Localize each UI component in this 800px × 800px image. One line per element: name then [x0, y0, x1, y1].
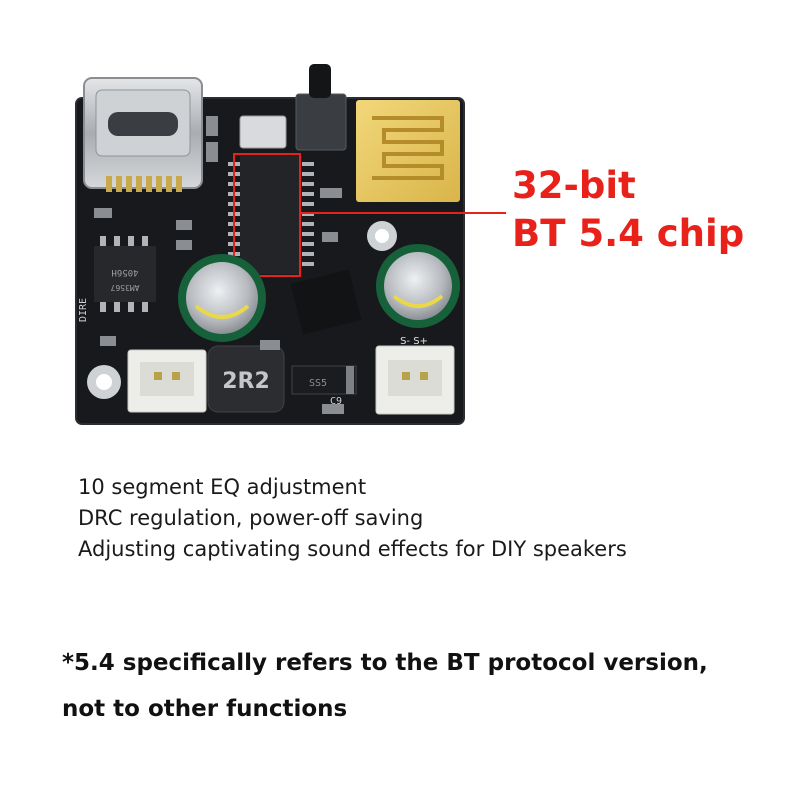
chip-callout: 32-bit BT 5.4 chip — [512, 162, 744, 258]
smd-components — [94, 116, 344, 414]
connector-right: S- S+ — [375, 336, 455, 415]
feature-item: Adjusting captivating sound effects for … — [78, 537, 627, 561]
footnote-line-2: not to other functions — [62, 696, 348, 722]
charger-chip: 4056H AM3567 — [94, 236, 156, 312]
amplifier-chip — [290, 269, 362, 335]
inductor-marking: 2R2 — [222, 369, 270, 394]
board-side-label: DIRE — [78, 298, 89, 322]
mounting-hole-right — [367, 221, 397, 251]
feature-list: 10 segment EQ adjustment DRC regulation,… — [78, 472, 627, 565]
connector-left — [127, 349, 207, 413]
usb-c-port — [83, 77, 203, 192]
bt-chip — [228, 156, 314, 274]
feature-item: 10 segment EQ adjustment — [78, 475, 367, 499]
charger-chip-marking: 4056H — [111, 267, 138, 277]
feature-item: DRC regulation, power-off saving — [78, 506, 424, 530]
inductor: 2R2 — [207, 345, 285, 413]
crystal — [239, 115, 287, 149]
footnote: *5.4 specifically refers to the BT proto… — [62, 640, 708, 732]
cap-label: C9 — [330, 396, 342, 407]
capacitor-right — [376, 244, 460, 328]
callout-line-2: BT 5.4 chip — [512, 212, 745, 255]
capacitor-left — [178, 254, 266, 342]
mounting-hole-left — [87, 365, 121, 399]
push-button — [295, 64, 347, 151]
charger-chip-sub-marking: AM3567 — [110, 283, 139, 292]
callout-line-1: 32-bit — [512, 164, 636, 207]
diode: SS5 — [291, 365, 357, 395]
bluetooth-module-photo: 4056H AM3567 2R2 SS5 S- S+ — [75, 64, 506, 425]
footnote-line-1: *5.4 specifically refers to the BT proto… — [62, 650, 708, 676]
antenna — [356, 100, 460, 202]
diode-marking: SS5 — [309, 378, 327, 389]
connector-right-label: S- S+ — [400, 336, 428, 347]
chip-highlight-box — [233, 153, 301, 277]
